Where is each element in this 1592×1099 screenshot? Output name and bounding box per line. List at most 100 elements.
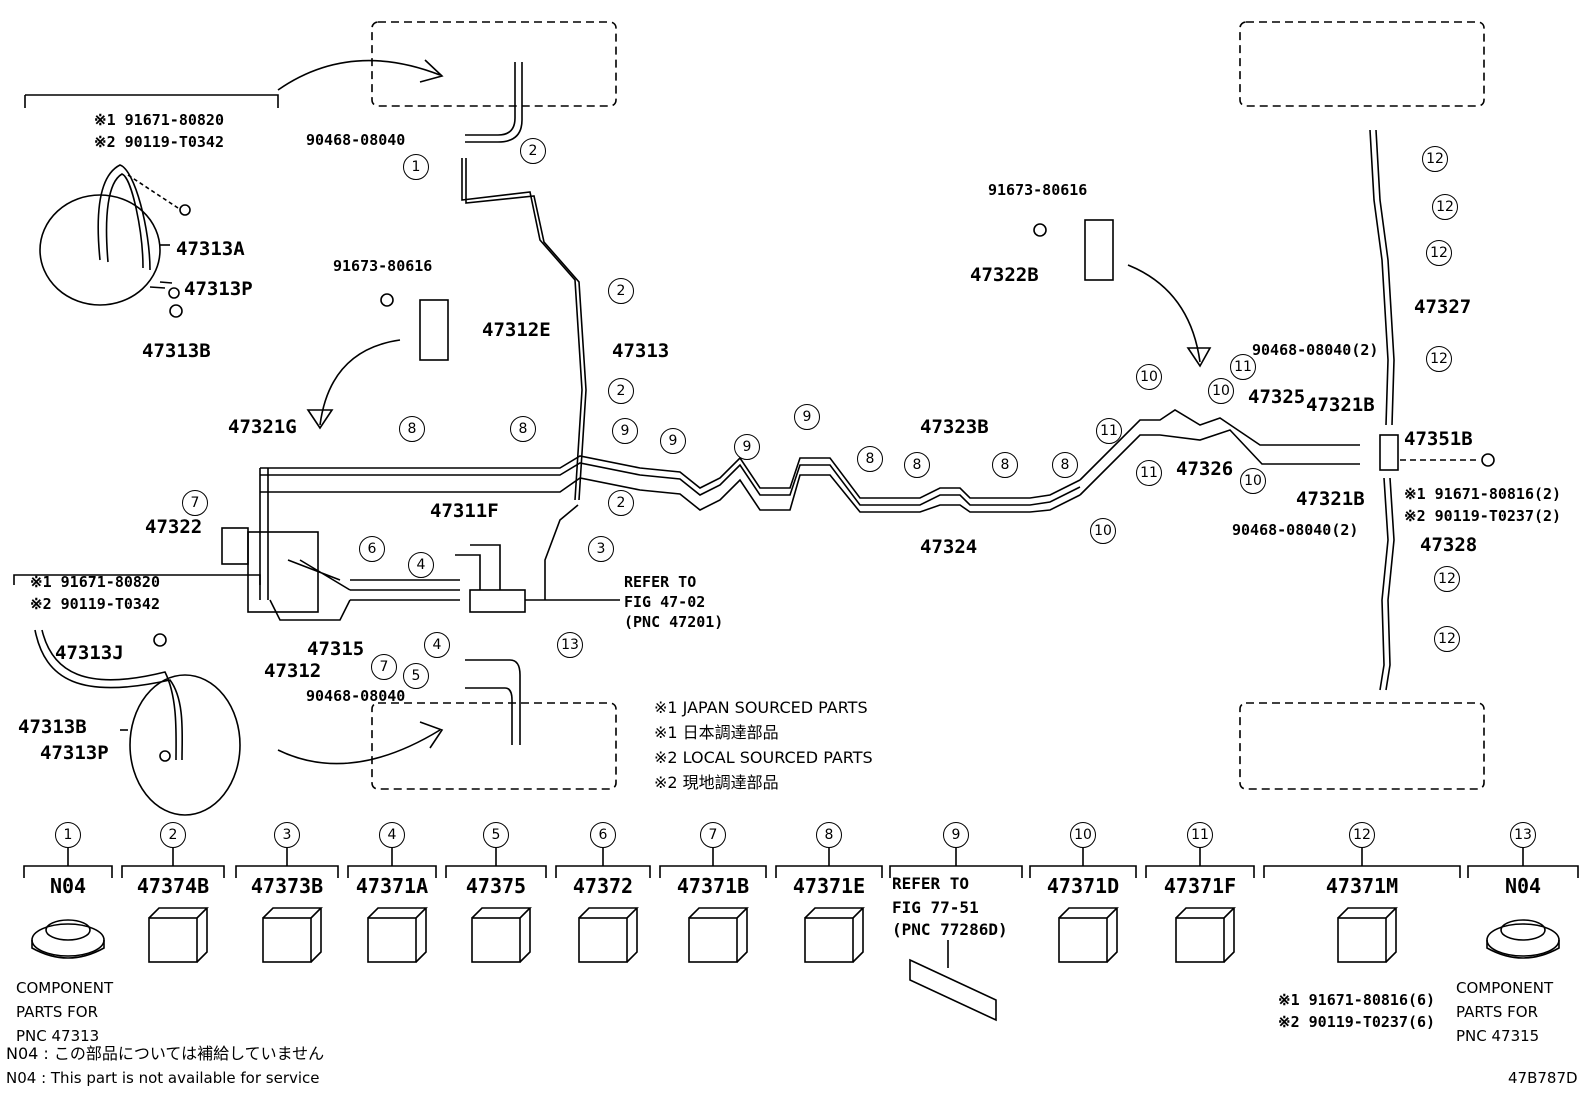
table-description: PNC 47313 [16,1027,100,1045]
part-sketch [31,919,105,959]
table-number-bubble: 13 [1510,822,1536,848]
callout-bubble: 2 [520,138,546,164]
table-description: COMPONENT [1456,979,1554,997]
table-description: FIG 77-51 [892,898,979,917]
part-label-47326: 47326 [1176,458,1234,480]
table-description: COMPONENT [16,979,114,997]
fastener-label: ※2 90119-T0342 [94,133,224,151]
table-part-number: 47371M [1325,874,1399,898]
table-description: PNC 47315 [1456,1027,1540,1045]
table-part-number: 47375 [465,874,527,898]
table-bracket [235,848,339,878]
callout-bubble: 2 [608,278,634,304]
part-sketch [578,907,639,963]
table-bracket [555,848,651,878]
figure-id: 47B787D [1508,1069,1578,1087]
fastener-label: 90468-08040(2) [1252,341,1379,359]
table-part-number: 47372 [572,874,634,898]
table-number-bubble: 3 [274,822,300,848]
callout-bubble: 11 [1136,460,1162,486]
callout-bubble: 12 [1426,240,1452,266]
fastener-label: 90468-08040 [306,687,406,705]
table-number-bubble: 9 [943,822,969,848]
part-label-47324: 47324 [920,536,978,558]
refer-line-2: FIG 47-02 [624,593,706,611]
table-part-number: 47371D [1046,874,1120,898]
fastener-label: ※1 91671-80820 [30,573,160,591]
table-number-bubble: 1 [55,822,81,848]
legend-line-2: ※1 日本調達部品 [654,723,779,742]
part-sketch [688,907,749,963]
callout-bubble: 1 [403,154,429,180]
table-number-bubble: 2 [160,822,186,848]
part-label-47322B: 47322B [970,264,1039,286]
footnote-en: N04 : This part is not available for ser… [6,1069,320,1087]
fastener-label: ※1 91671-80820 [94,111,224,129]
part-label-47313P: 47313P [184,278,253,300]
part-label-47323B: 47323B [920,416,989,438]
table-part-number: 47371E [792,874,866,898]
part-sketch [367,907,428,963]
callout-bubble: 9 [612,418,638,444]
callout-bubble: 8 [510,416,536,442]
callout-bubble: 4 [408,552,434,578]
table-part-number: N04 [49,874,87,898]
callout-bubble: 13 [557,632,583,658]
callout-bubble: 9 [734,434,760,460]
fastener-label: ※2 90119-T0342 [30,595,160,613]
callout-bubble: 12 [1426,346,1452,372]
table-part-number: 47371F [1163,874,1237,898]
part-label-47313B-lower: 47313B [18,716,87,738]
table-bracket [445,848,547,878]
table-description: (PNC 77286D) [892,920,1008,939]
part-sketch [1486,919,1560,959]
table-number-bubble: 11 [1187,822,1213,848]
callout-bubble: 2 [608,490,634,516]
table-bracket [23,848,113,878]
callout-bubble: 10 [1240,468,1266,494]
callout-bubble: 11 [1096,418,1122,444]
part-label-47313P-lower: 47313P [40,742,109,764]
fastener-label: 91673-80616 [988,181,1088,199]
part-sketch [148,907,209,963]
callout-bubble: 10 [1090,518,1116,544]
table-description: ※1 91671-80816(6) [1278,991,1436,1009]
callout-bubble: 8 [399,416,425,442]
table-part-number: 47371A [355,874,429,898]
part-label-47313J: 47313J [55,642,124,664]
callout-bubble: 12 [1422,146,1448,172]
fastener-label: 91673-80616 [333,257,433,275]
part-label-47313B: 47313B [142,340,211,362]
fastener-label: ※2 90119-T0237(2) [1404,507,1562,525]
table-bracket [347,848,437,878]
table-description: PARTS FOR [1456,1003,1538,1021]
part-label-47327: 47327 [1414,296,1472,318]
table-part-number: 47373B [250,874,324,898]
callout-bubble: 12 [1434,566,1460,592]
callout-bubble: 3 [588,536,614,562]
table-part-number: 47374B [136,874,210,898]
table-part-number: N04 [1504,874,1542,898]
part-label-47321G: 47321G [228,416,297,438]
table-bracket [659,848,767,878]
callout-bubble: 5 [403,663,429,689]
part-label-47351B: 47351B [1404,428,1473,450]
part-label-47313A: 47313A [176,238,245,260]
callout-bubble: 12 [1434,626,1460,652]
table-bracket [1263,848,1461,878]
table-number-bubble: 8 [816,822,842,848]
table-description: ※2 90119-T0237(6) [1278,1013,1436,1031]
part-label-47321B-upper: 47321B [1306,394,1375,416]
footnote-jp: N04 : この部品については補給していません [6,1044,325,1063]
table-number-bubble: 5 [483,822,509,848]
part-label-47313: 47313 [612,340,670,362]
part-sketch [1337,907,1398,963]
table-part-number: 47371B [676,874,750,898]
part-label-47321B-lower: 47321B [1296,488,1365,510]
table-number-bubble: 7 [700,822,726,848]
part-label-47328: 47328 [1420,534,1478,556]
table-bracket [775,848,883,878]
table-part-number: REFER TO [892,874,970,893]
